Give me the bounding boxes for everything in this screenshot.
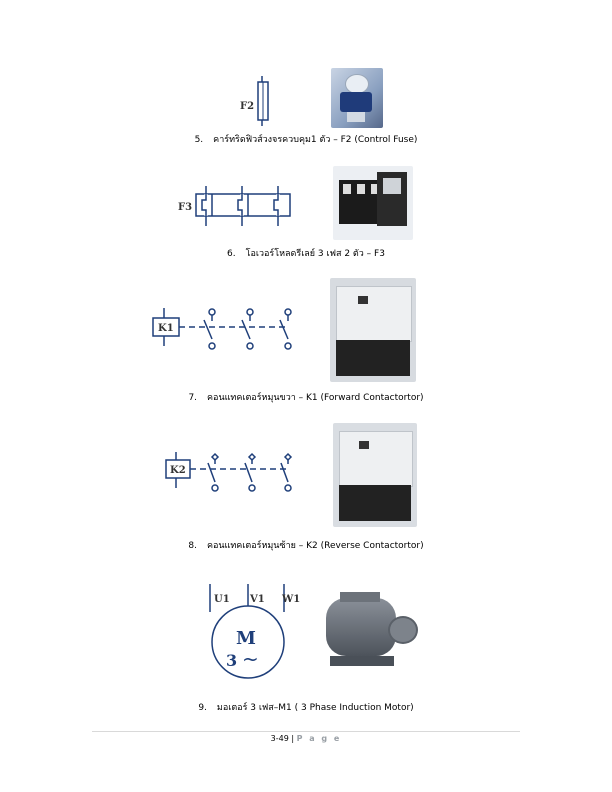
caption-number: 7. [188, 393, 198, 403]
caption-item-8: 8. คอนแทคเตอร์หมุนซ้าย – K2 (Reverse Cont… [0, 538, 612, 552]
caption-text: คาร์ทริดฟิวส์วงจรควบคุม1 ตัว – F2 (Contr… [213, 135, 418, 145]
terminal-w1: W1 [281, 594, 300, 605]
caption-text: โอเวอร์โหลดรีเลย์ 3 เฟส 2 ตัว – F3 [245, 249, 385, 259]
page-word: P a g e [296, 734, 342, 743]
control-fuse-photo [331, 68, 383, 128]
overload-relay-photo [333, 166, 413, 240]
caption-number: 5. [194, 135, 204, 145]
contactor-k2-symbol: K2 [165, 452, 293, 492]
page-number: 3-49 [270, 734, 289, 743]
ac-symbol: ~ [242, 647, 259, 671]
caption-text: คอนแทคเตอร์หมุนขวา – K1 (Forward Contact… [207, 393, 424, 403]
fuse-symbol-label: F2 [240, 101, 254, 112]
terminal-u1: U1 [214, 594, 230, 605]
overload-relay-symbol: F3 [178, 186, 291, 226]
caption-text: มอเตอร์ 3 เฟส–M1 ( 3 Phase Induction Mot… [216, 703, 414, 713]
caption-number: 8. [188, 541, 197, 551]
k2-symbol-label: K2 [170, 465, 186, 476]
caption-item-7: 7. คอนแทคเตอร์หมุนขวา – K1 (Forward Conta… [0, 390, 612, 404]
motor-symbol: U1 V1 W1 M 3 ~ [209, 584, 300, 679]
footer-divider [92, 731, 520, 732]
k1-symbol-label: K1 [158, 323, 174, 334]
footer-separator: | [291, 734, 295, 743]
contactor-k1-photo [330, 278, 416, 382]
motor-phase: 3 [226, 651, 237, 670]
caption-item-5: 5. คาร์ทริดฟิวส์วงจรควบคุม1 ตัว – F2 (Con… [0, 132, 612, 146]
contactor-k1-symbol: K1 [152, 308, 292, 350]
fuse-symbol: F2 [240, 76, 269, 126]
motor-letter: M [236, 628, 256, 649]
caption-number: 9. [198, 703, 207, 713]
caption-text: คอนแทคเตอร์หมุนซ้าย – K2 (Reverse Contac… [206, 541, 424, 551]
caption-item-6: 6. โอเวอร์โหลดรีเลย์ 3 เฟส 2 ตัว – F3 [0, 246, 612, 260]
contactor-k2-photo [333, 423, 417, 527]
page-footer: 3-49 | P a g e [0, 734, 612, 743]
caption-number: 6. [227, 249, 236, 259]
terminal-v1: V1 [249, 594, 265, 605]
caption-item-9: 9. มอเตอร์ 3 เฟส–M1 ( 3 Phase Induction M… [0, 700, 612, 714]
motor-photo [318, 584, 420, 676]
overload-symbol-label: F3 [178, 202, 192, 213]
